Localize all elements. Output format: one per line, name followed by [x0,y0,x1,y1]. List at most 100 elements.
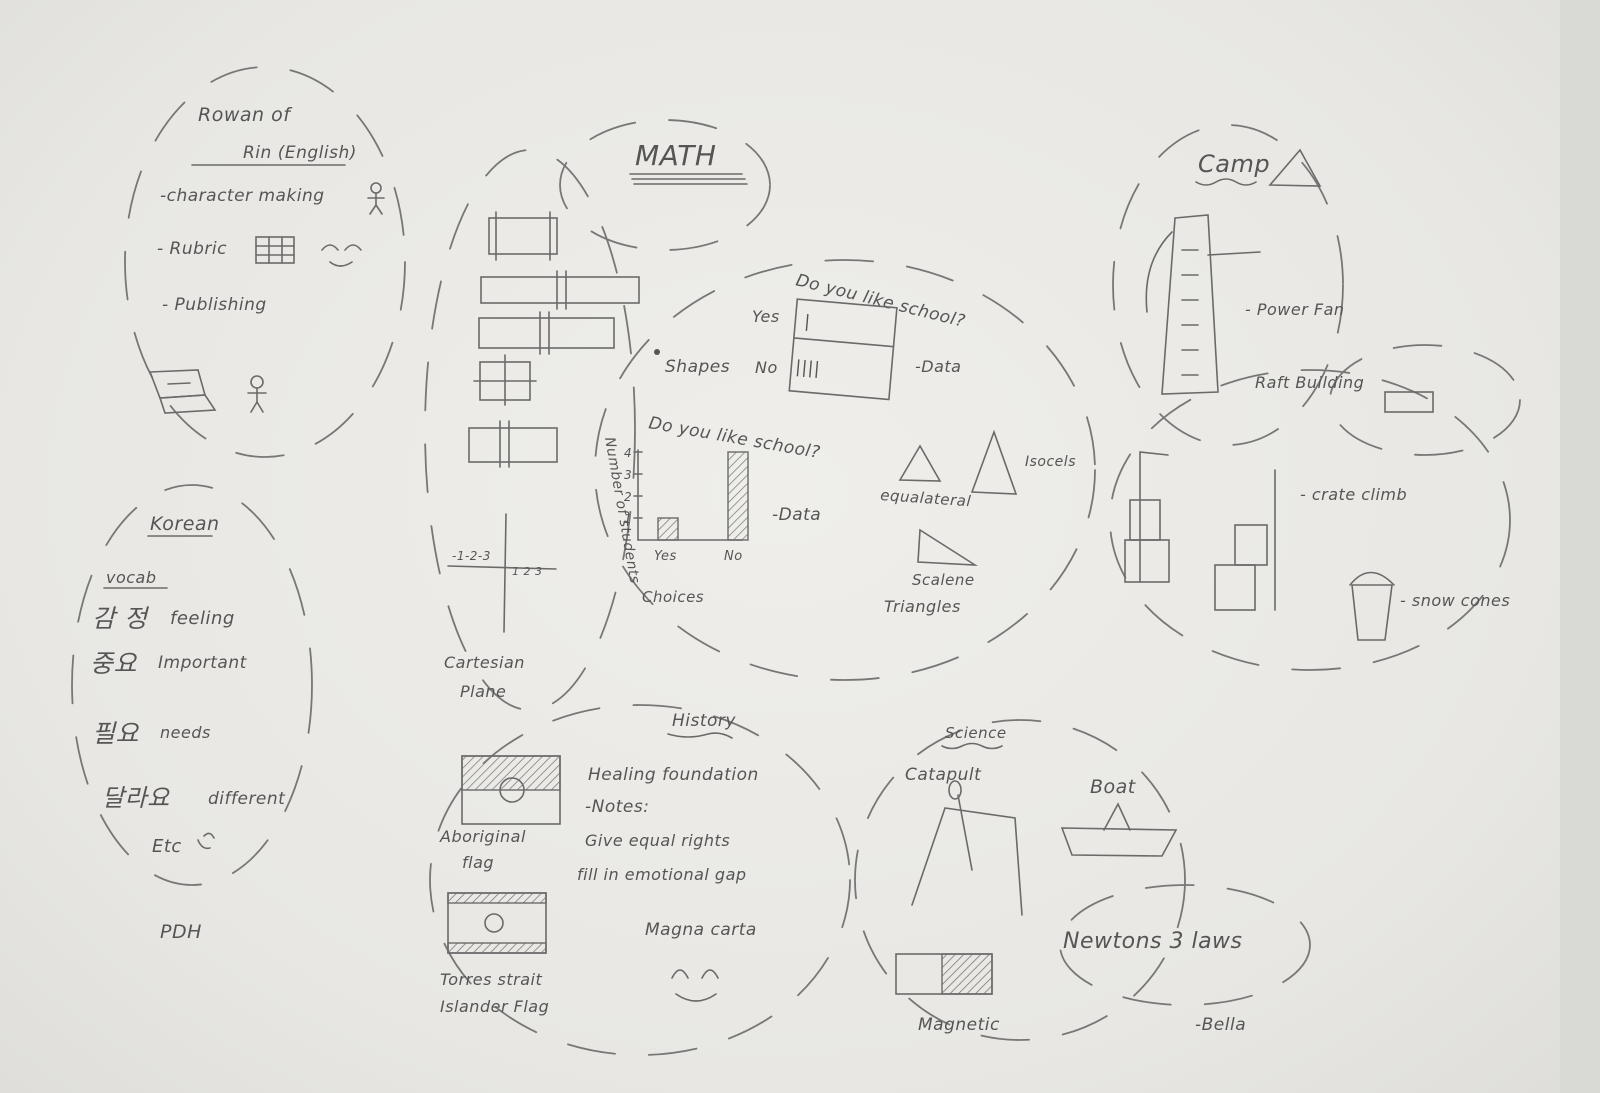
english-section: Rowan of Rin (English) -character making… [124,66,406,458]
bar-no [727,451,749,541]
boat-icon [1060,802,1178,857]
cartesian-plane: -1-2-3 1 2 3 [447,513,557,633]
tally-yes: | [803,312,811,332]
history-magna-carta: Magna carta [645,920,757,940]
math-title: MATH [635,139,716,172]
cartesian-label-2: Plane [460,682,506,701]
cartesian-label-1: Cartesian [444,653,525,672]
camp-power-fan: - Power Fan [1245,300,1345,319]
y-tick-3: 3 [624,468,632,482]
tent-icon [1268,148,1322,187]
chart-xlabel: Choices [642,588,704,606]
tally-no: |||| [794,357,821,379]
english-title-2: Rin (English) [243,143,357,163]
korean-subtitle: vocab [106,568,157,587]
x-tick-no: No [724,549,743,564]
history-note-2: fill in emotional gap [577,865,747,884]
tally-data-label: -Data [915,357,961,376]
history-healing: Healing foundation [588,765,759,785]
tally-table: | |||| [788,298,898,401]
korean-title: Korean [150,513,220,535]
smile-icon [197,832,215,850]
math-right-cloud [594,259,1096,681]
raft-icon [1384,391,1434,413]
sketch-canvas: Rowan of Rin (English) -character making… [71,66,1521,1056]
shapes-label: Shapes [665,357,730,377]
flag1-label-2: flag [462,853,494,872]
korean-vocab-4: 달라요 [102,784,170,812]
y-tick-1: 1 [624,512,632,526]
camp-lower-cloud [1109,369,1511,671]
history-title: History [672,711,736,731]
triangle-title: Triangles [884,597,961,616]
stick-figure-icon [367,182,385,215]
bullet-icon [654,349,660,355]
y-tick-2: 2 [624,490,632,504]
english-vocab-2: Important [158,653,248,673]
flag2-label-2: Islander Flag [440,997,549,1016]
math-title-cloud [559,119,771,251]
history-section: History Aboriginal flag Torres strait Is… [429,704,851,1056]
korean-cloud [71,484,313,886]
rubric-grid-icon [255,236,295,264]
paper-sheet [0,0,1560,1093]
camp-crate-climb: - crate climb [1300,485,1407,504]
crate-climb [1124,451,1276,611]
table-edge [1560,0,1600,1093]
aboriginal-flag [461,755,561,825]
science-magnetic: Magnetic [918,1015,1000,1035]
camp-raft: Raft Building [1255,373,1364,392]
cartesian-neg-x-ticks: -1-2-3 [452,549,491,563]
science-newtons: Newtons 3 laws [1063,929,1243,954]
x-tick-yes: Yes [654,549,677,564]
stick-figure-icon [247,375,267,413]
snow-cone-icon [1349,571,1395,641]
bar-yes [657,517,679,541]
camp-cloud [1112,124,1344,446]
signature: -Bella [1195,1015,1246,1035]
chart-data-label: -Data [772,505,821,525]
science-catapult: Catapult [905,765,982,785]
rectangle-shapes [468,211,640,468]
camp-title: Camp [1198,150,1270,178]
power-fan-tower [1145,214,1261,395]
english-item-publishing: - Publishing [162,295,267,315]
survey-no: No [755,358,778,377]
chart-ylabel: Number of students [601,436,643,585]
math-left-cloud [424,149,636,711]
smile-icon [671,969,719,1002]
english-vocab-4: different [208,789,286,809]
english-item-character: -character making [160,186,325,206]
laptop-icon [148,369,217,414]
korean-vocab-1: 감 정 [92,604,150,633]
korean-vocab-2: 중요 [90,649,138,678]
isosceles-triangle [970,429,1018,495]
flag2-label-1: Torres strait [440,970,542,989]
raft-cloud [1329,344,1521,456]
science-title: Science [945,724,1007,742]
cartesian-pos-x-ticks: 1 2 3 [512,565,543,578]
korean-etc: Etc [152,836,182,857]
history-notes: -Notes: [585,797,649,817]
triangle-scalene: Scalene [912,571,975,589]
catapult-icon [911,780,1023,916]
english-cloud [124,66,406,458]
history-cloud [429,704,851,1056]
triangle-equilateral: equalateral [880,486,972,510]
korean-section: Korean vocab 감 정 feeling 중요 Important 필요… [71,484,313,886]
flag1-label-1: Aboriginal [439,827,526,846]
y-tick-4: 4 [624,446,632,460]
history-note-1: Give equal rights [585,831,730,850]
science-cloud [854,719,1186,1041]
scalene-triangle [917,528,978,566]
smile-icon [321,244,362,267]
science-section: Science Catapult Boat Magnetic Newtons 3… [854,719,1311,1041]
english-title-1: Rowan of [198,104,293,126]
english-vocab-3: needs [160,723,211,742]
english-item-rubric: - Rubric [157,239,227,259]
triangles [898,429,1018,566]
camp-snow-cones: - snow cones [1400,591,1510,610]
camp-section: Camp - Power Fan Raft Building - crate c… [1109,124,1521,671]
pdh-label: PDH [160,921,202,943]
korean-vocab-3: 필요 [92,719,140,748]
